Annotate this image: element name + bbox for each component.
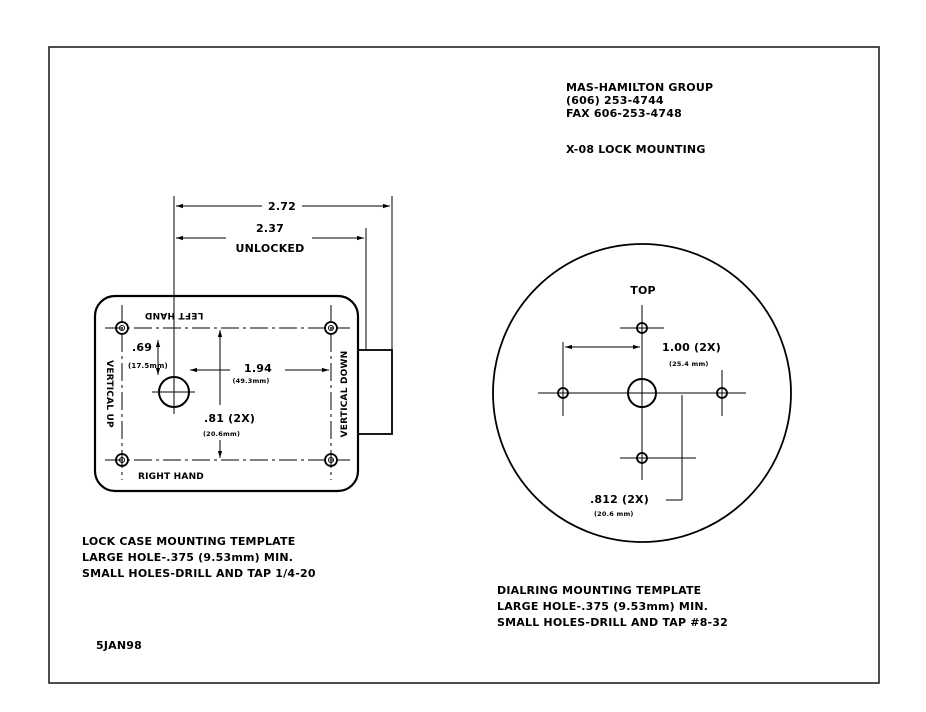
dim-81-label: .81 (2X) xyxy=(204,412,255,425)
lock-case-template: 2.72 2.37 UNLOCKED .69 (17.5mm) 1.94 (49… xyxy=(82,196,393,580)
dialring-mounting-hole xyxy=(557,387,569,399)
dim-1-00-label: 1.00 (2X) xyxy=(662,341,721,354)
dialring-mounting-hole xyxy=(636,452,648,464)
drawing-title: X-08 LOCK MOUNTING xyxy=(566,143,706,156)
left-hand-label: LEFT HAND xyxy=(145,310,204,320)
vertical-down-label: VERTICAL DOWN xyxy=(340,351,350,438)
dialring-note-small-holes: SMALL HOLES-DRILL AND TAP #8-32 xyxy=(497,616,728,629)
dialring-mounting-hole xyxy=(716,387,728,399)
dim-69-label: .69 xyxy=(132,341,152,354)
dialring-note-large-hole: LARGE HOLE-.375 (9.53mm) MIN. xyxy=(497,600,708,613)
lock-note-large-hole: LARGE HOLE-.375 (9.53mm) MIN. xyxy=(82,551,293,564)
dim-69-mm-label: (17.5mm) xyxy=(128,362,168,370)
dialring-outline xyxy=(492,243,792,543)
lock-bolt xyxy=(357,349,393,435)
dim-812-mm-label: (20.6 mm) xyxy=(594,510,634,518)
dialring-spindle-hole xyxy=(627,378,657,408)
drawing-border xyxy=(48,46,880,684)
dim-1-00-mm-label: (25.4 mm) xyxy=(669,360,709,368)
dialring-mounting-hole xyxy=(636,322,648,334)
dialring-template: TOP 1.00 (2X) (25.4 mm) .812 xyxy=(492,243,792,629)
lock-note-small-holes: SMALL HOLES-DRILL AND TAP 1/4-20 xyxy=(82,567,316,580)
company-phone: (606) 253-4744 xyxy=(566,94,664,107)
company-name: MAS-HAMILTON GROUP xyxy=(566,81,713,94)
dim-1-94-label: 1.94 xyxy=(244,362,272,375)
right-hand-label: RIGHT HAND xyxy=(138,472,204,482)
dim-2-37-label: 2.37 xyxy=(256,222,284,235)
top-label: TOP xyxy=(630,284,656,297)
unlocked-label: UNLOCKED xyxy=(236,242,305,255)
vertical-up-label: VERTICAL UP xyxy=(104,360,114,428)
lock-mounting-hole xyxy=(324,321,338,335)
dim-2-72-label: 2.72 xyxy=(268,200,296,213)
header-block: MAS-HAMILTON GROUP (606) 253-4744 FAX 60… xyxy=(566,81,713,156)
dialring-note-title: DIALRING MOUNTING TEMPLATE xyxy=(497,584,701,597)
lock-note-title: LOCK CASE MOUNTING TEMPLATE xyxy=(82,535,295,548)
dim-1-94-mm-label: (49.3mm) xyxy=(232,377,269,385)
lock-mounting-hole xyxy=(324,453,338,467)
date-code: 5JAN98 xyxy=(96,639,142,652)
lock-mounting-hole xyxy=(115,453,129,467)
lock-mounting-hole xyxy=(115,321,129,335)
company-fax: FAX 606-253-4748 xyxy=(566,107,682,120)
dim-81-mm-label: (20.6mm) xyxy=(203,430,240,438)
dim-812-label: .812 (2X) xyxy=(590,493,649,506)
